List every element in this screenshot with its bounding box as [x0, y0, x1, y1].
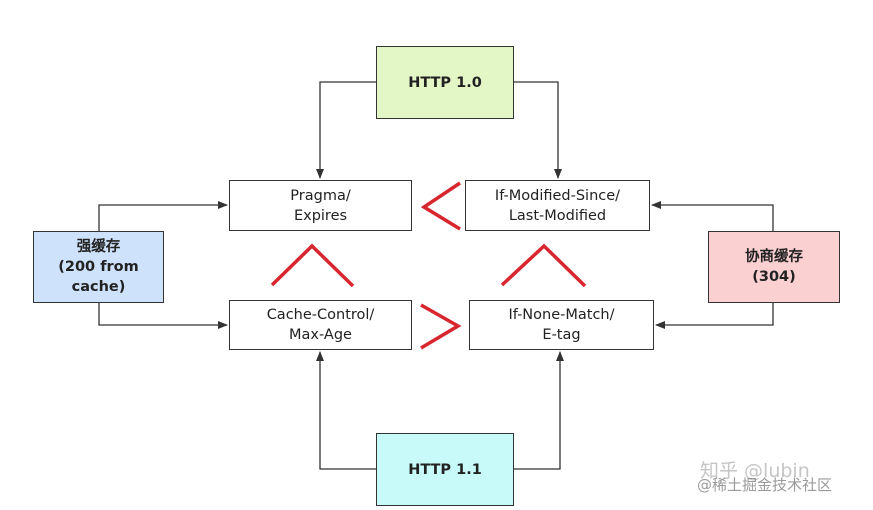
cache-control-node: Cache-Control/ Max-Age	[229, 300, 412, 350]
less-than-mark-top	[420, 181, 461, 231]
caret-mark-right	[500, 243, 587, 288]
cache-control-label: Cache-Control/ Max-Age	[266, 307, 375, 343]
watermark-juejin: @稀土掘金技术社区	[697, 476, 833, 494]
if-none-match-label: If-None-Match/ E-tag	[508, 307, 615, 343]
arrow-http11-to-ifnone	[514, 351, 564, 470]
http10-node: HTTP 1.0	[376, 46, 514, 119]
caret-mark-left	[270, 243, 355, 288]
greater-than-mark-bottom	[420, 303, 462, 350]
strong-cache-label: 强缓存 (200 from cache)	[58, 239, 139, 295]
if-none-match-node: If-None-Match/ E-tag	[469, 300, 654, 350]
arrow-http10-to-pragma	[316, 81, 376, 179]
pragma-expires-node: Pragma/ Expires	[229, 180, 412, 231]
if-modified-since-label: If-Modified-Since/ Last-Modified	[494, 187, 621, 224]
arrow-http11-to-cachecontrol	[316, 351, 376, 470]
watermark-zhihu: 知乎 @lubin	[700, 460, 810, 482]
arrow-strong-to-cachecontrol	[98, 303, 228, 329]
pragma-expires-label: Pragma/ Expires	[290, 187, 351, 224]
arrow-nego-to-ifmod	[651, 201, 774, 231]
strong-cache-node: 强缓存 (200 from cache)	[33, 231, 164, 303]
http11-label: HTTP 1.1	[408, 461, 482, 478]
http10-label: HTTP 1.0	[408, 74, 482, 91]
arrow-strong-to-pragma	[98, 201, 228, 231]
arrow-http10-to-ifmod	[514, 81, 562, 179]
http11-node: HTTP 1.1	[376, 433, 514, 506]
arrow-nego-to-ifnone	[655, 303, 774, 329]
if-modified-since-node: If-Modified-Since/ Last-Modified	[465, 180, 650, 231]
negotiation-cache-node: 协商缓存 (304)	[708, 231, 840, 303]
negotiation-cache-label: 协商缓存 (304)	[745, 249, 803, 285]
